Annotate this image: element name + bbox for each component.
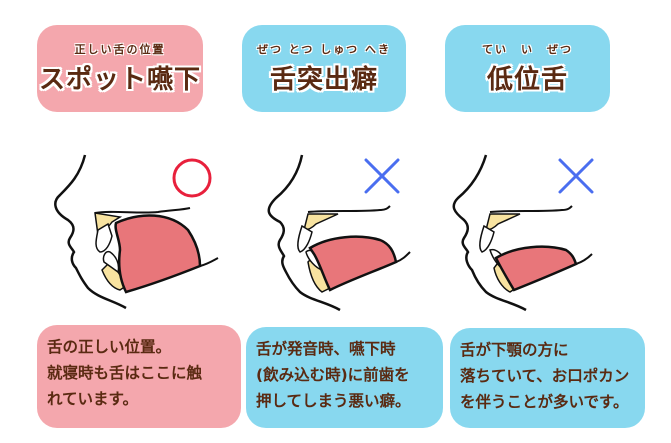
description-box-correct-position: 舌の正しい位置。 就寝時も舌はここに触 れています。	[37, 325, 241, 428]
description-line: (飲み込む時)に前歯を	[256, 366, 410, 384]
title-heading: 低位舌	[486, 65, 568, 95]
title-box-low-tongue: てい い ぜつ 低位舌	[445, 25, 610, 112]
title-ruby: ぜつ とつ しゅつ へき	[256, 43, 392, 56]
illustration-tongue-thrust	[267, 154, 411, 312]
description-line: 就寝時も舌はここに触	[47, 364, 203, 382]
title-ruby: てい い ぜつ	[482, 43, 573, 56]
title-box-tongue-thrust: ぜつ とつ しゅつ へき 舌突出癖	[242, 25, 406, 112]
description-line: れています。	[47, 390, 138, 408]
description-line: 押してしまう悪い癖。	[256, 392, 411, 410]
title-box-correct-position: 正しい舌の位置 スポット嚥下	[37, 25, 203, 112]
incorrect-cross-icon	[364, 158, 400, 194]
description-line: 舌の正しい位置。	[47, 338, 172, 356]
title-heading: 舌突出癖	[269, 65, 378, 95]
correct-circle-icon	[172, 158, 212, 198]
description-box-tongue-thrust: 舌が発音時、嚥下時 (飲み込む時)に前歯を 押してしまう悪い癖。	[246, 327, 443, 428]
illustration-low-tongue	[452, 154, 594, 312]
title-ruby: 正しい舌の位置	[74, 43, 166, 56]
title-heading: スポット嚥下	[38, 65, 201, 95]
description-line: 舌が下顎の方に	[460, 341, 569, 359]
illustration-correct-tongue	[54, 154, 219, 310]
incorrect-cross-icon	[558, 158, 594, 194]
description-box-low-tongue: 舌が下顎の方に 落ちていて、お口ポカン を伴うことが多いです。	[450, 328, 645, 428]
description-line: 舌が発音時、嚥下時	[256, 340, 396, 358]
description-line: を伴うことが多いです。	[460, 393, 629, 411]
description-line: 落ちていて、お口ポカン	[460, 367, 630, 385]
